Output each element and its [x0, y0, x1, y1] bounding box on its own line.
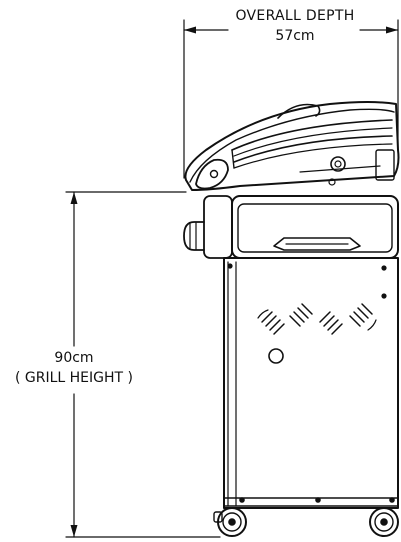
- control-knob: [183, 195, 233, 259]
- overall-depth-label: OVERALL DEPTH: [235, 8, 355, 24]
- grill-lid: [184, 101, 400, 191]
- overall-depth-value: 57cm: [275, 28, 315, 44]
- wheel-front: [213, 507, 247, 537]
- cart-cabinet: [223, 257, 399, 509]
- wheel-rear: [369, 507, 399, 537]
- grill-height-value: 90cm: [54, 350, 94, 366]
- cabinet-vents: [257, 303, 377, 335]
- height-dimension-lines: [65, 191, 221, 538]
- firebox: [231, 195, 399, 259]
- grill-height-label: ( GRILL HEIGHT ): [14, 370, 133, 386]
